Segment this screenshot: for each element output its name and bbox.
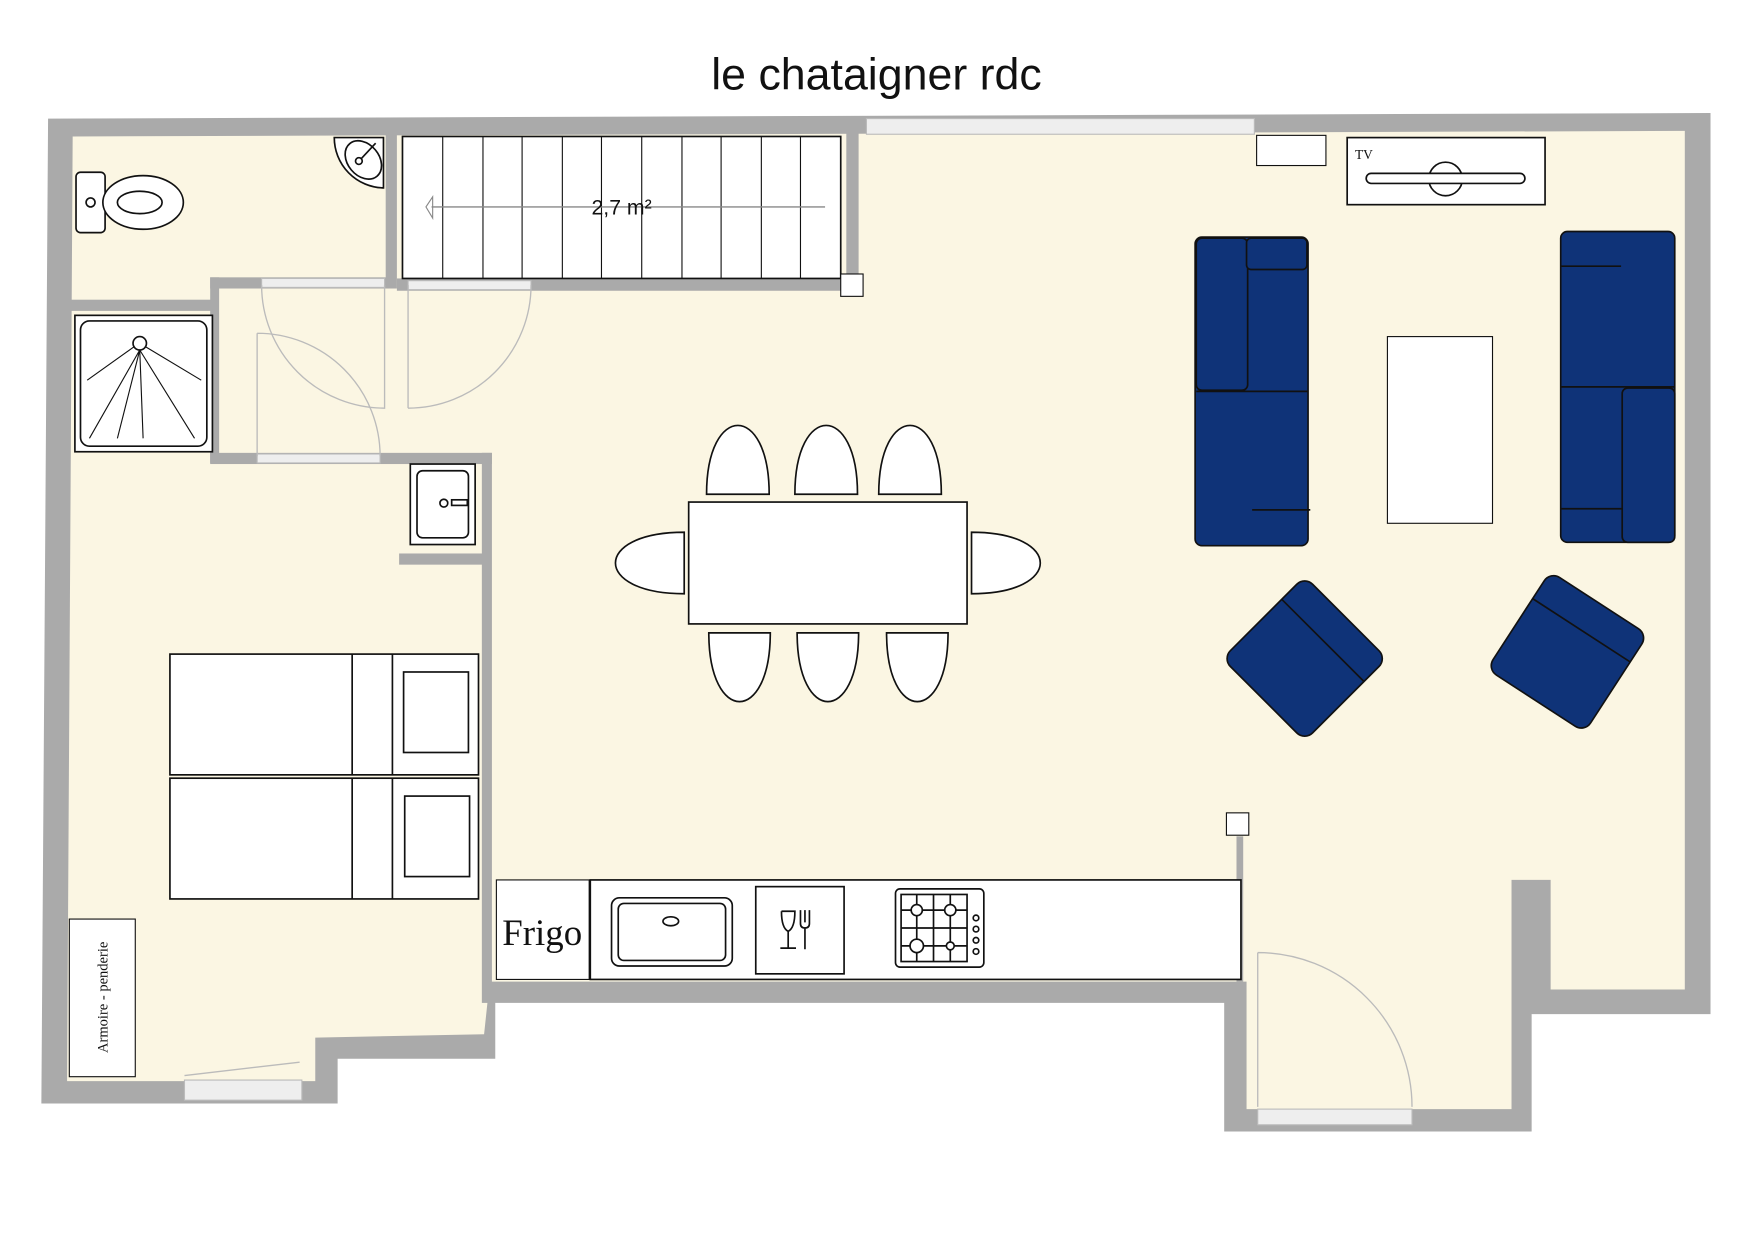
tv-label: TV <box>1355 147 1373 162</box>
corner-sink-icon <box>333 136 385 189</box>
toilet-icon <box>75 171 185 234</box>
pillar <box>1225 812 1250 836</box>
armchair <box>1490 574 1645 729</box>
kitchen-sink-icon <box>610 896 734 967</box>
plan-title: le chataigner rdc <box>711 51 1042 100</box>
chair <box>794 424 859 496</box>
arrow-head-icon <box>425 194 434 221</box>
fridge-label: Frigo <box>502 912 582 953</box>
doors <box>184 285 1413 1107</box>
fridge <box>495 879 590 980</box>
stairs-area-label: 2,7 m² <box>592 196 652 220</box>
bed <box>169 777 480 900</box>
dishwasher-icon <box>754 885 845 975</box>
side-cabinet <box>1256 134 1327 167</box>
dining-table <box>687 501 968 625</box>
chair <box>796 632 860 703</box>
chair <box>885 632 949 703</box>
chair <box>707 632 772 703</box>
windows <box>183 118 1413 1126</box>
tv-unit <box>1346 136 1546 206</box>
sofa <box>1194 236 1311 547</box>
gas-hob-icon <box>894 888 985 968</box>
bed <box>169 653 480 776</box>
chair <box>877 424 943 496</box>
chair <box>970 531 1042 595</box>
wardrobe <box>68 918 136 1078</box>
staircase: 2,7 m² <box>401 135 864 297</box>
armchair <box>1226 580 1384 737</box>
chair <box>705 424 771 496</box>
dining-chairs <box>614 424 1042 703</box>
coffee-table <box>1386 336 1494 524</box>
shower-icon <box>74 314 214 453</box>
sofa <box>1559 230 1676 544</box>
pillar <box>840 273 864 297</box>
wardrobe-label: Armoire - penderie <box>95 942 111 1053</box>
wash-basin-icon <box>409 463 476 546</box>
chair <box>614 531 686 595</box>
